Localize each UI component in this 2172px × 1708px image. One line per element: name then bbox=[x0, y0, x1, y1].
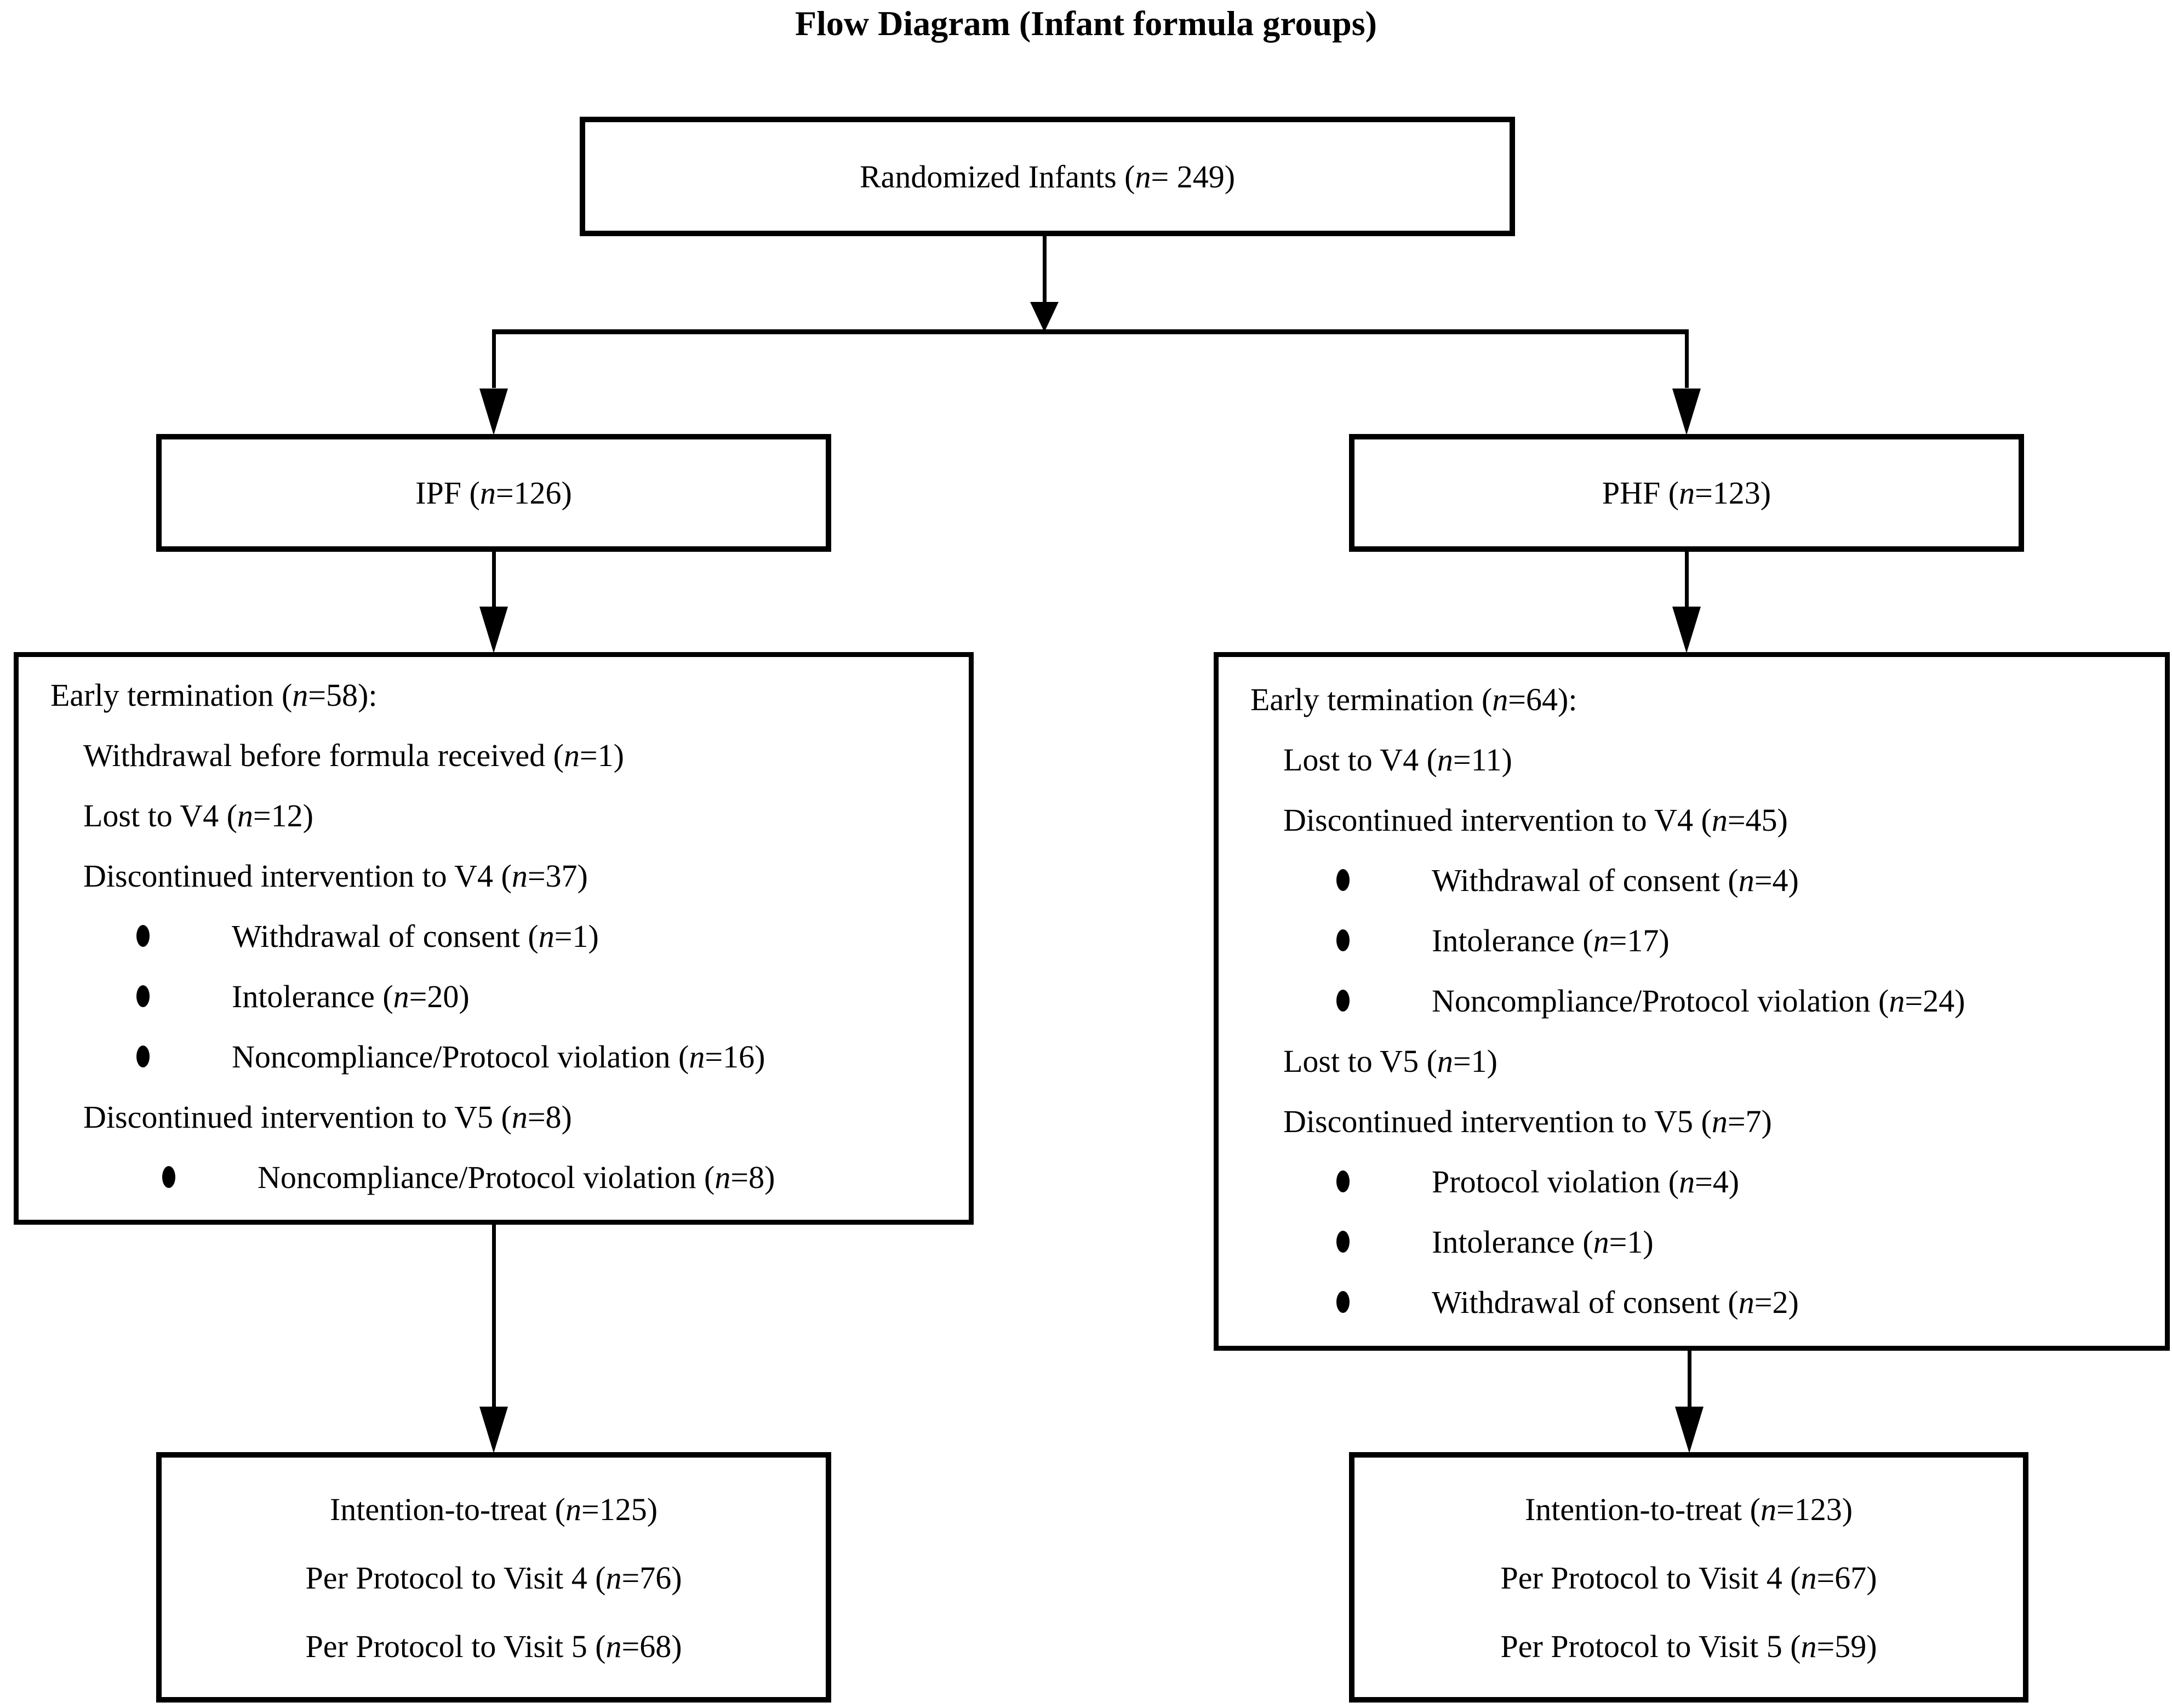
flow-line-text: Intention-to-treat (n=123) bbox=[1524, 1492, 1853, 1527]
ipf-box-label: IPF (n=126) bbox=[415, 475, 572, 511]
flow-line-text: Withdrawal of consent (n=1) bbox=[232, 918, 599, 954]
bullet-icon bbox=[1336, 869, 1350, 891]
flow-line-text: Discontinued intervention to V4 (n=45) bbox=[1283, 802, 1788, 838]
flow-line-text: Lost to V4 (n=12) bbox=[83, 797, 313, 833]
flow-line-text: Withdrawal of consent (n=4) bbox=[1432, 862, 1799, 898]
flow-line: Discontinued intervention to V4 (n=45) bbox=[1219, 790, 2165, 850]
flow-line-text: Intolerance (n=17) bbox=[1432, 922, 1670, 958]
flow-line: Noncompliance/Protocol violation (n=16) bbox=[19, 1026, 969, 1087]
flow-line: Per Protocol to Visit 4 (n=67) bbox=[1354, 1544, 2023, 1612]
flow-line-text: Per Protocol to Visit 5 (n=59) bbox=[1500, 1629, 1877, 1664]
flow-line-text: Per Protocol to Visit 5 (n=68) bbox=[305, 1629, 682, 1664]
arrow-down-icon bbox=[479, 607, 508, 653]
flow-line: Intention-to-treat (n=125) bbox=[162, 1475, 826, 1544]
bullet-icon bbox=[1336, 1170, 1350, 1192]
arrow-down-icon bbox=[1030, 302, 1059, 332]
flow-line-text: Protocol violation (n=4) bbox=[1432, 1163, 1740, 1199]
split-line bbox=[492, 329, 1689, 334]
flow-line: Per Protocol to Visit 5 (n=68) bbox=[162, 1612, 826, 1681]
flow-line-text: Discontinued intervention to V5 (n=7) bbox=[1283, 1103, 1772, 1139]
bullet-icon bbox=[1336, 1231, 1350, 1253]
flow-line: Per Protocol to Visit 4 (n=76) bbox=[162, 1544, 826, 1612]
flow-line-text: Noncompliance/Protocol violation (n=16) bbox=[232, 1038, 765, 1075]
flow-line-text: Per Protocol to Visit 4 (n=76) bbox=[305, 1560, 682, 1596]
bullet-icon bbox=[162, 1166, 175, 1188]
flow-line: Per Protocol to Visit 5 (n=59) bbox=[1354, 1612, 2023, 1681]
early-termination-ipf-box: Early termination (n=58): Withdrawal befo… bbox=[14, 652, 974, 1225]
flow-line-text: Noncompliance/Protocol violation (n=8) bbox=[258, 1159, 775, 1195]
flow-line: Discontinued intervention to V5 (n=7) bbox=[1219, 1091, 2165, 1151]
arrow-down-icon bbox=[1672, 607, 1701, 653]
flow-line-text: Noncompliance/Protocol violation (n=24) bbox=[1432, 982, 1965, 1019]
flow-line: Intolerance (n=20) bbox=[19, 966, 969, 1026]
connector-line bbox=[492, 1224, 496, 1408]
randomized-box: Randomized Infants (n= 249) bbox=[580, 117, 1515, 236]
flow-line: Lost to V4 (n=12) bbox=[19, 785, 969, 846]
connector-line bbox=[1685, 551, 1689, 608]
flow-line-text: Withdrawal before formula received (n=1) bbox=[83, 737, 624, 773]
randomized-box-label: Randomized Infants (n= 249) bbox=[859, 158, 1236, 195]
bullet-icon bbox=[1336, 990, 1350, 1012]
flow-line: Noncompliance/Protocol violation (n=8) bbox=[19, 1147, 969, 1207]
arrow-down-icon bbox=[479, 1407, 508, 1453]
flow-line: Intolerance (n=17) bbox=[1219, 910, 2165, 970]
arrow-down-icon bbox=[1672, 389, 1701, 435]
flow-line-text: Intention-to-treat (n=125) bbox=[329, 1492, 658, 1527]
flow-line: Protocol violation (n=4) bbox=[1219, 1151, 2165, 1212]
connector-line bbox=[1043, 235, 1047, 304]
flow-line: Withdrawal of consent (n=4) bbox=[1219, 850, 2165, 910]
bullet-icon bbox=[1336, 1291, 1350, 1313]
flow-line-text: Early termination (n=58): bbox=[50, 677, 378, 713]
flow-line: Withdrawal of consent (n=2) bbox=[1219, 1272, 2165, 1332]
flow-line: Noncompliance/Protocol violation (n=24) bbox=[1219, 970, 2165, 1031]
early-termination-phf-box: Early termination (n=64): Lost to V4 (n=1… bbox=[1214, 652, 2170, 1351]
flow-line: Early termination (n=64): bbox=[1219, 669, 2165, 729]
flow-line-text: Lost to V4 (n=11) bbox=[1283, 741, 1512, 778]
bullet-icon bbox=[1336, 929, 1350, 951]
bullet-icon bbox=[136, 985, 150, 1007]
flow-line: Early termination (n=58): bbox=[19, 665, 969, 725]
connector-line bbox=[1685, 333, 1689, 388]
flow-line-text: Per Protocol to Visit 4 (n=67) bbox=[1500, 1560, 1877, 1596]
flow-line: Lost to V4 (n=11) bbox=[1219, 729, 2165, 790]
connector-line bbox=[492, 333, 496, 388]
flow-line-text: Intolerance (n=20) bbox=[232, 978, 470, 1014]
connector-line bbox=[1688, 1350, 1691, 1408]
flow-line: Intolerance (n=1) bbox=[1219, 1212, 2165, 1272]
arrow-down-icon bbox=[1675, 1407, 1704, 1453]
ipf-box: IPF (n=126) bbox=[156, 434, 831, 552]
flow-line: Discontinued intervention to V4 (n=37) bbox=[19, 846, 969, 906]
bullet-icon bbox=[136, 925, 150, 947]
intention-to-treat-phf-box: Intention-to-treat (n=123) Per Protocol t… bbox=[1349, 1452, 2028, 1703]
flow-line: Withdrawal of consent (n=1) bbox=[19, 906, 969, 966]
flow-line: Lost to V5 (n=1) bbox=[1219, 1031, 2165, 1091]
flow-line: Withdrawal before formula received (n=1) bbox=[19, 725, 969, 785]
flow-line-text: Lost to V5 (n=1) bbox=[1283, 1043, 1497, 1079]
connector-line bbox=[492, 551, 496, 608]
flow-line-text: Intolerance (n=1) bbox=[1432, 1224, 1654, 1260]
flow-line-text: Early termination (n=64): bbox=[1250, 681, 1577, 717]
phf-box: PHF (n=123) bbox=[1349, 434, 2024, 552]
flow-line: Intention-to-treat (n=123) bbox=[1354, 1475, 2023, 1544]
flow-line-text: Discontinued intervention to V4 (n=37) bbox=[83, 858, 588, 894]
phf-box-label: PHF (n=123) bbox=[1602, 475, 1771, 511]
flow-line: Discontinued intervention to V5 (n=8) bbox=[19, 1087, 969, 1147]
bullet-icon bbox=[136, 1046, 150, 1067]
intention-to-treat-ipf-box: Intention-to-treat (n=125) Per Protocol t… bbox=[156, 1452, 831, 1703]
diagram-title: Flow Diagram (Infant formula groups) bbox=[795, 4, 1377, 43]
arrow-down-icon bbox=[479, 389, 508, 435]
flow-line-text: Withdrawal of consent (n=2) bbox=[1432, 1284, 1799, 1320]
flow-line-text: Discontinued intervention to V5 (n=8) bbox=[83, 1099, 572, 1135]
